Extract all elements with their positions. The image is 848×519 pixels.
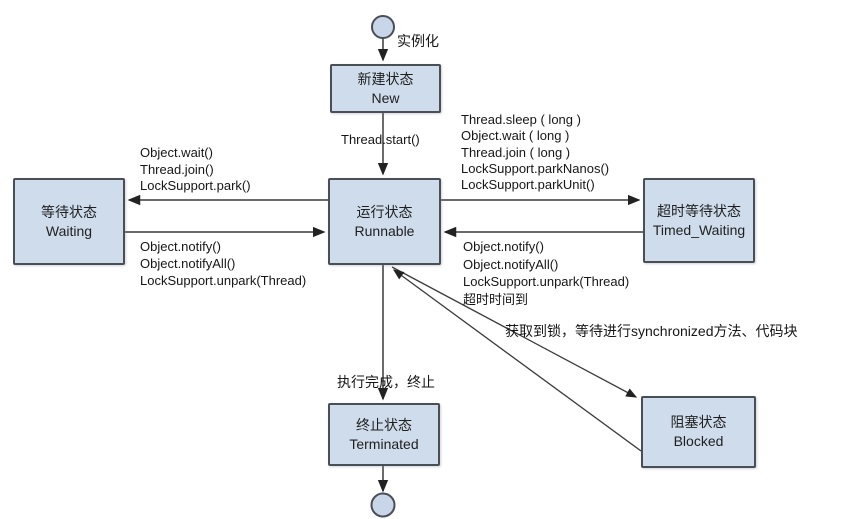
state-node-waiting: 等待状态 Waiting bbox=[13, 178, 125, 265]
state-label-zh: 终止状态 bbox=[356, 416, 412, 433]
state-label-en: Timed_Waiting bbox=[652, 221, 746, 238]
start-terminal-circle bbox=[371, 15, 395, 39]
state-label-zh: 阻塞状态 bbox=[670, 414, 727, 430]
edge-label-thread-start: Thread.start() bbox=[341, 132, 420, 147]
arrow-blocked-to-runnable bbox=[392, 269, 642, 452]
edge-label-waiting-to-runnable: Object.notify() Object.notifyAll() LockS… bbox=[140, 239, 307, 288]
state-label-en: New bbox=[371, 89, 400, 106]
edge-label-execution-complete: 执行完成，终止 bbox=[337, 374, 435, 390]
state-node-new: 新建状态 New bbox=[330, 64, 441, 113]
end-terminal-circle bbox=[370, 492, 396, 518]
state-node-terminated: 终止状态 Terminated bbox=[328, 403, 440, 466]
state-label-zh: 超时等待状态 bbox=[657, 202, 741, 219]
state-node-timed-waiting: 超时等待状态 Timed_Waiting bbox=[643, 178, 755, 263]
edge-label-runnable-to-timed-waiting: Thread.sleep ( long ) Object.wait ( long… bbox=[461, 112, 610, 193]
state-node-blocked: 阻塞状态 Blocked bbox=[641, 396, 756, 468]
edge-label-instantiate: 实例化 bbox=[397, 33, 439, 49]
state-label-en: Blocked bbox=[673, 433, 724, 449]
edge-label-blocked-note: 获取到锁，等待进行synchronized方法、代码块 bbox=[505, 323, 798, 339]
edge-label-runnable-to-waiting: Object.wait() Thread.join() LockSupport.… bbox=[140, 145, 251, 193]
state-label-zh: 等待状态 bbox=[41, 203, 97, 220]
state-label-en: Terminated bbox=[349, 435, 419, 452]
state-label-zh: 新建状态 bbox=[357, 70, 414, 87]
state-label-zh: 运行状态 bbox=[356, 203, 413, 220]
state-label-en: Runnable bbox=[354, 222, 415, 239]
state-node-runnable: 运行状态 Runnable bbox=[328, 178, 441, 265]
edge-label-timed-waiting-to-runnable: Object.notify() Object.notifyAll() LockS… bbox=[463, 239, 630, 307]
state-label-en: Waiting bbox=[45, 222, 93, 239]
arrow-runnable-to-blocked bbox=[391, 266, 638, 398]
